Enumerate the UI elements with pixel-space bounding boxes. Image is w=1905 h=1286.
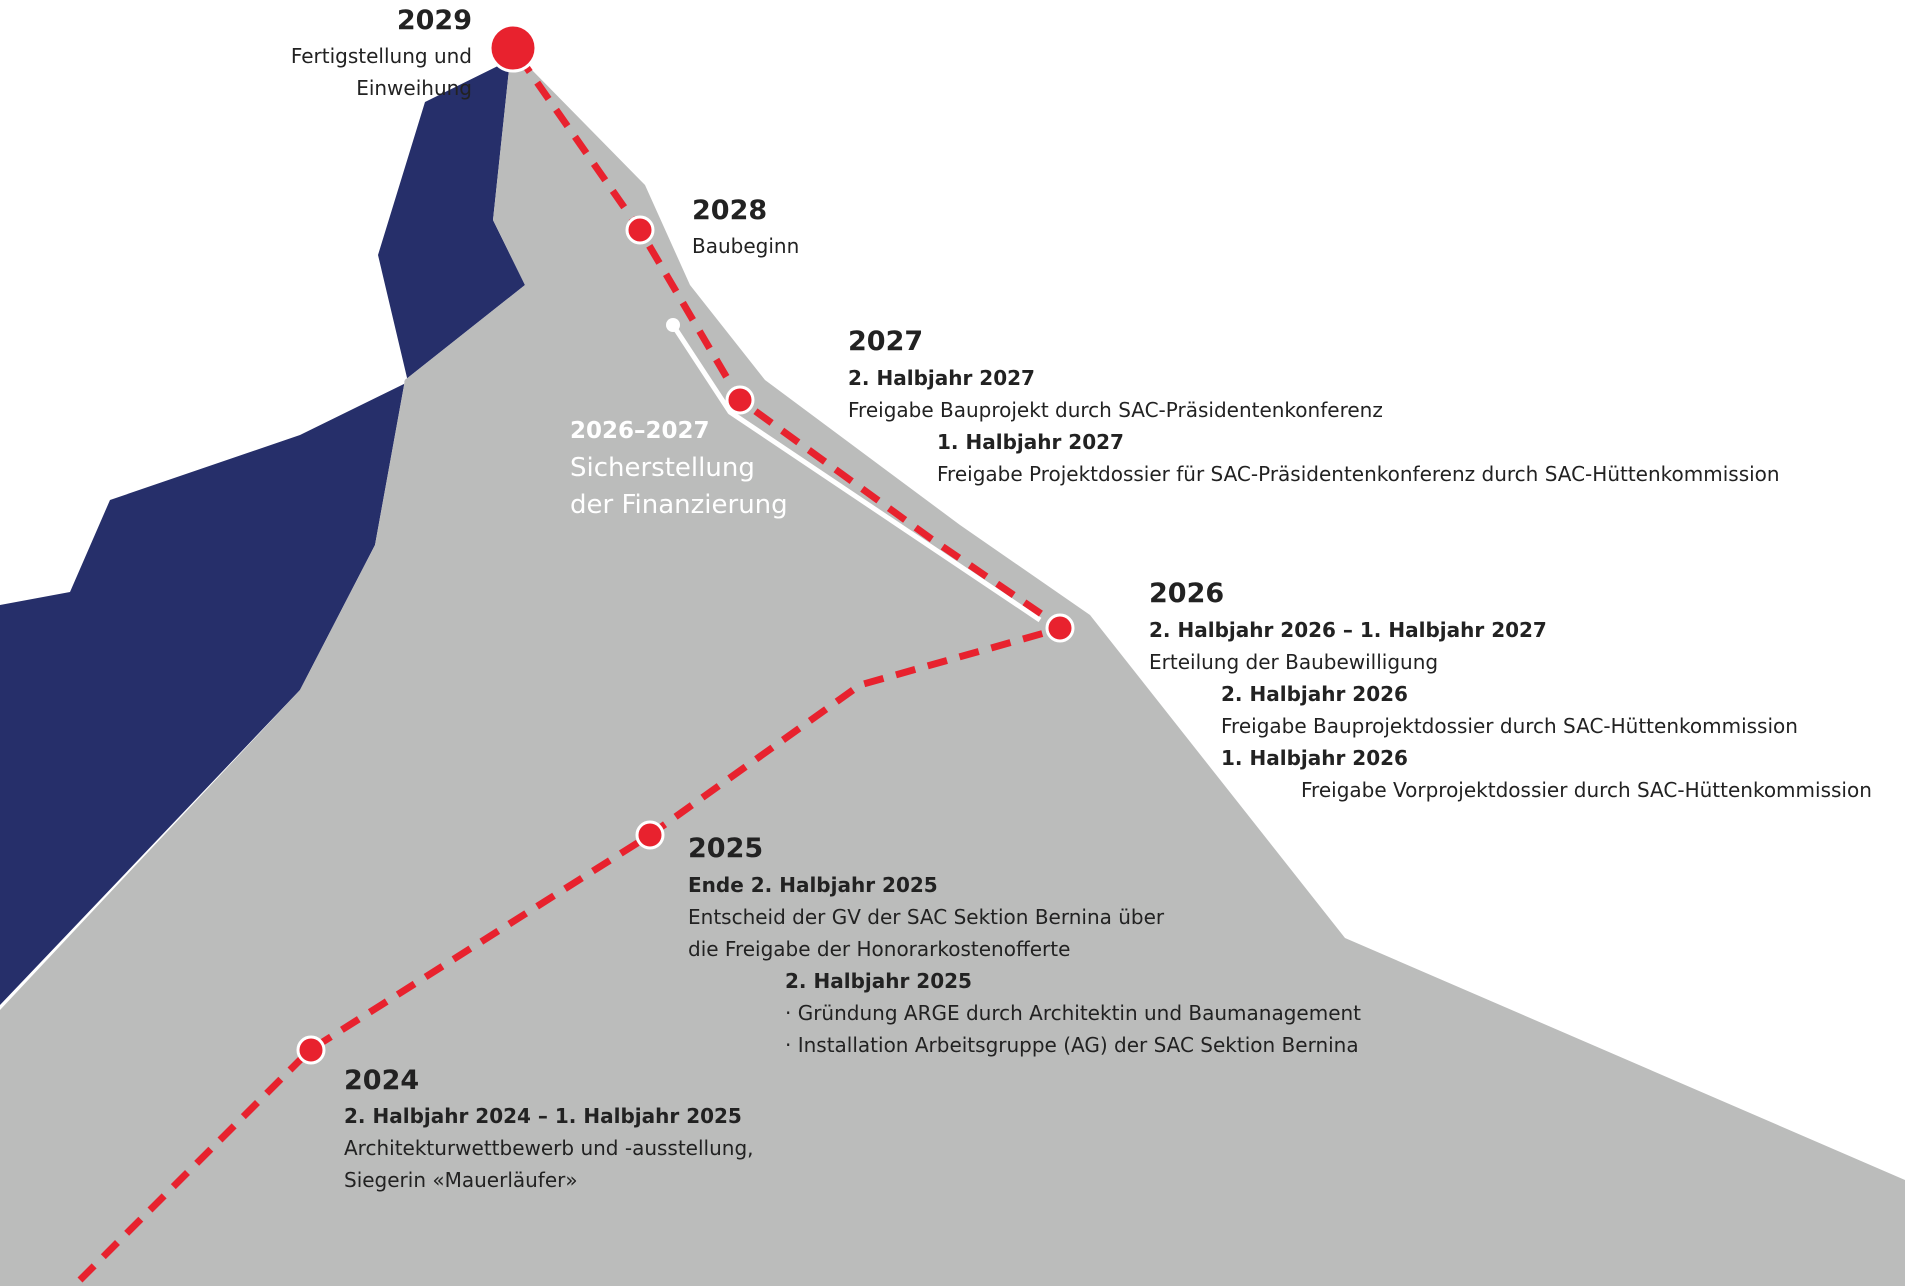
milestone-2025-a-line-1: Entscheid der GV der SAC Sektion Bernina… xyxy=(688,905,1165,929)
milestone-2027-h1-title: 1. Halbjahr 2027 xyxy=(937,430,1124,454)
financing-start-dot xyxy=(666,318,680,332)
milestone-2024-line-2: Siegerin «Mauerläufer» xyxy=(344,1168,578,1192)
milestone-dot-2025[interactable] xyxy=(635,820,665,850)
gray-mountain xyxy=(0,60,1905,1286)
milestone-dot-2026[interactable] xyxy=(1045,613,1075,643)
year-2025: 2025 xyxy=(688,833,764,864)
milestone-2024-line-1: Architekturwettbewerb und -ausstellung, xyxy=(344,1136,754,1160)
milestone-2025-b-item-1: · Gründung ARGE durch Architektin und Ba… xyxy=(785,1001,1362,1025)
milestone-2026-b-text: Freigabe Bauprojektdossier durch SAC-Hüt… xyxy=(1221,714,1798,738)
navy-mountain-ridge xyxy=(0,60,525,1005)
finance-line-1: Sicherstellung xyxy=(570,453,755,483)
milestone-2025-a-line-2: die Freigabe der Honorarkostenofferte xyxy=(688,937,1071,961)
year-2028: 2028 xyxy=(692,195,768,226)
milestone-2026-a-text: Erteilung der Baubewilligung xyxy=(1149,650,1439,674)
milestone-2025-b-item-2: · Installation Arbeitsgruppe (AG) der SA… xyxy=(785,1033,1359,1057)
milestone-2027-h2-title: 2. Halbjahr 2027 xyxy=(848,366,1035,390)
milestone-2025-a-title: Ende 2. Halbjahr 2025 xyxy=(688,873,938,897)
milestone-2027-h1-text: Freigabe Projektdossier für SAC-Präsiden… xyxy=(937,462,1780,486)
milestone-2029-line-1: Fertigstellung und xyxy=(290,44,472,68)
milestone-2028-text: Baubeginn xyxy=(692,234,800,258)
milestone-dot-2028[interactable] xyxy=(625,215,655,245)
year-2027: 2027 xyxy=(848,326,924,357)
milestone-2026-c-text: Freigabe Vorprojektdossier durch SAC-Hüt… xyxy=(1301,778,1872,802)
year-2024: 2024 xyxy=(344,1065,420,1096)
milestone-2025-b-title: 2. Halbjahr 2025 xyxy=(785,969,972,993)
milestone-dot-2027[interactable] xyxy=(725,385,755,415)
finance-line-2: der Finanzierung xyxy=(570,490,788,520)
financing-path-line xyxy=(670,323,1042,623)
milestone-2024-title: 2. Halbjahr 2024 – 1. Halbjahr 2025 xyxy=(344,1104,742,1128)
milestone-dot-2024[interactable] xyxy=(296,1035,326,1065)
milestone-2026-b-title: 2. Halbjahr 2026 xyxy=(1221,682,1408,706)
milestone-2027-h2-text: Freigabe Bauprojekt durch SAC-Präsidente… xyxy=(848,398,1383,422)
year-2026: 2026 xyxy=(1149,578,1225,609)
milestone-dot-2029[interactable] xyxy=(488,23,538,73)
milestone-2026-a-title: 2. Halbjahr 2026 – 1. Halbjahr 2027 xyxy=(1149,618,1547,642)
year-2029: 2029 xyxy=(396,5,472,36)
milestone-2026-c-title: 1. Halbjahr 2026 xyxy=(1221,746,1408,770)
finance-years: 2026–2027 xyxy=(570,418,710,444)
milestone-2029-line-2: Einweihung xyxy=(356,76,472,100)
